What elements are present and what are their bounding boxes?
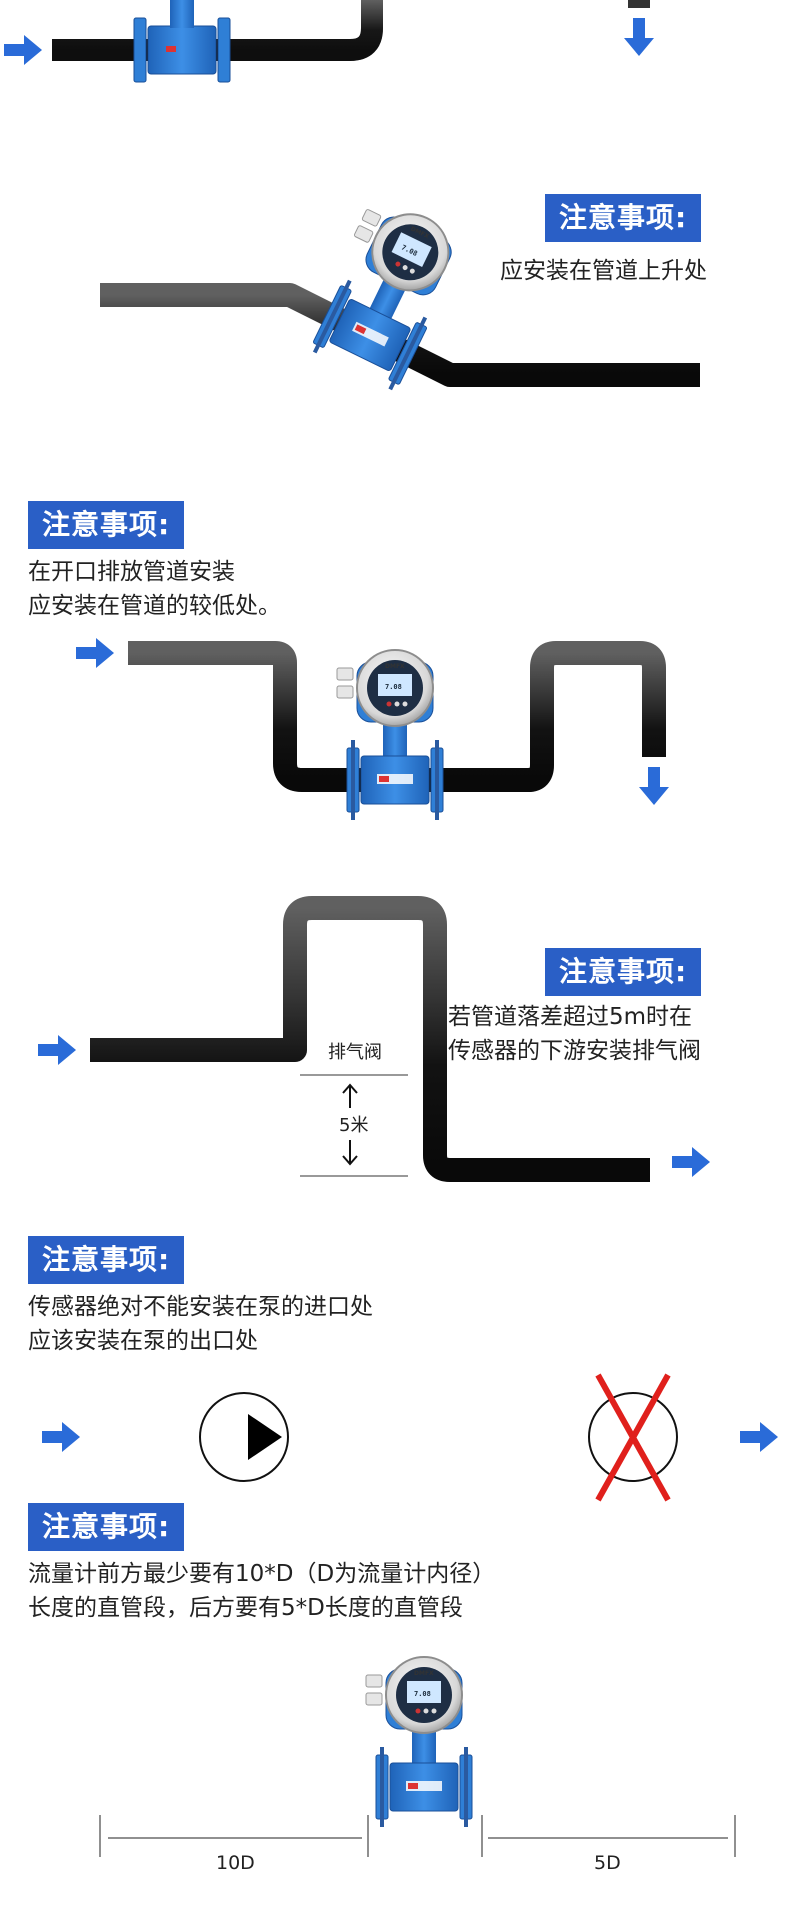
diagram-1 (4, 0, 654, 83)
flow-arrow-out (672, 1147, 710, 1177)
section-6: 注意事项: 流量计前方最少要有10*D（D为流量计内径） 长度的直管段，后方要有… (0, 1497, 790, 1932)
svg-text:7.08: 7.08 (385, 683, 402, 691)
flow-arrow-in (42, 1422, 80, 1452)
note-text: 在开口排放管道安装 应安装在管道的较低处。 (28, 559, 281, 619)
svg-text:DMFX: DMFX (414, 1670, 434, 1677)
note-text: 传感器绝对不能安装在泵的进口处 应该安装在泵的出口处 (28, 1294, 373, 1354)
flow-arrow-in (76, 638, 114, 668)
section-4: 排气阀 5米 注意事项: 若管道落差超过5m时在 传感器的下游安装排气阀 (0, 880, 790, 1200)
flow-arrow-out (624, 18, 654, 56)
note-badge: 注意事项: (28, 1503, 185, 1551)
svg-text:7.08: 7.08 (414, 1690, 431, 1698)
note-text: 若管道落差超过5m时在 传感器的下游安装排气阀 (448, 1004, 701, 1064)
note-text: 应安装在管道上升处 (500, 258, 707, 284)
flow-arrow-out (639, 767, 669, 805)
valve-label: 排气阀 (328, 1042, 382, 1063)
diagram-6: DMFX 7.08 10D 5D (99, 1656, 736, 1874)
section-5: 注意事项: 传感器绝对不能安装在泵的进口处 应该安装在泵的出口处 (0, 1230, 790, 1502)
pump-inlet-forbidden (588, 1373, 678, 1502)
down-arrow-icon (342, 1140, 358, 1166)
flowmeter: DMFX 7.08 (299, 191, 472, 393)
flowmeter: DMFX 7.08 (336, 649, 444, 821)
note-badge: 注意事项: (545, 194, 702, 242)
diagram-5 (42, 1373, 778, 1502)
note-text: 流量计前方最少要有10*D（D为流量计内径） 长度的直管段，后方要有5*D长度的… (28, 1561, 496, 1621)
section-2: DMFX 7.08 注意事项: 应安装在管道上升处 (0, 150, 790, 450)
flowmeter: DMFX 7.08 (365, 1656, 473, 1828)
downstream-length-label: 5D (594, 1852, 621, 1874)
note-badge: 注意事项: (28, 1236, 185, 1284)
diagram-4: 排气阀 5米 (38, 896, 710, 1182)
svg-text:DMFX: DMFX (385, 663, 405, 670)
section-3: 注意事项: 在开口排放管道安装 应安装在管道的较低处。 DMFX 7.08 (0, 495, 790, 835)
up-arrow-icon (342, 1083, 358, 1108)
flow-arrow-in (4, 35, 42, 65)
pipe-1 (52, 0, 383, 61)
flow-arrow-out (740, 1422, 778, 1452)
flow-arrow-in (38, 1035, 76, 1065)
height-label: 5米 (339, 1115, 368, 1136)
diagram-2: DMFX 7.08 (100, 191, 700, 393)
pump-icon (199, 1392, 289, 1482)
note-badge: 注意事项: (545, 948, 702, 996)
section-1 (0, 0, 790, 120)
upstream-length-label: 10D (216, 1852, 255, 1874)
diagram-3: DMFX 7.08 (76, 638, 669, 821)
note-badge: 注意事项: (28, 501, 185, 549)
